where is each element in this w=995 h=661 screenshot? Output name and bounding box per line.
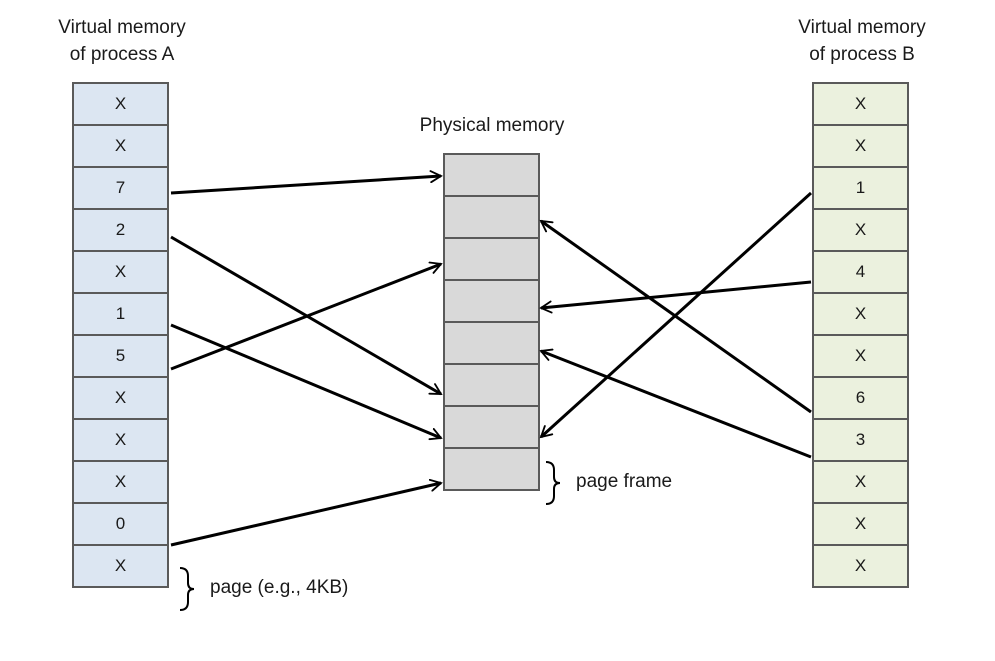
process-b-page: 6 (812, 376, 909, 420)
process-b-title-line2: of process B (809, 44, 915, 65)
physical-memory-frames (443, 153, 540, 491)
physical-frame (443, 195, 540, 239)
physical-frame (443, 237, 540, 281)
page-brace (179, 567, 195, 611)
process-a-page: X (72, 82, 169, 126)
process-a-page: 7 (72, 166, 169, 210)
process-a-title: Virtual memory of process A (22, 14, 222, 68)
page-frame-brace (545, 461, 561, 505)
process-b-page: X (812, 124, 909, 168)
process-b-title-line1: Virtual memory (798, 17, 926, 38)
process-b-page-table: X X 1 X 4 X X 6 3 X X X (812, 82, 909, 588)
physical-frame (443, 153, 540, 197)
arrow-a-7-to-frame-0 (170, 176, 441, 195)
process-a-page: 0 (72, 502, 169, 546)
process-b-page: X (812, 544, 909, 588)
process-b-page: X (812, 82, 909, 126)
process-b-title: Virtual memory of process B (762, 14, 962, 68)
arrow-a-5-to-frame-2 (170, 264, 441, 371)
process-b-page: 3 (812, 418, 909, 462)
physical-frame (443, 279, 540, 323)
process-b-page: X (812, 208, 909, 252)
process-a-title-line1: Virtual memory (58, 17, 186, 38)
process-b-page: 4 (812, 250, 909, 294)
arrow-a-0-to-frame-7 (170, 483, 441, 547)
process-a-page: X (72, 460, 169, 504)
arrow-b-1-to-frame-6 (541, 191, 813, 437)
process-a-page-table: X X 7 2 X 1 5 X X X 0 X (72, 82, 169, 588)
process-b-page: X (812, 292, 909, 336)
process-a-page: X (72, 376, 169, 420)
process-a-page: 1 (72, 292, 169, 336)
arrow-a-1-to-frame-6 (170, 323, 441, 438)
arrow-b-4-to-frame-3 (541, 280, 812, 308)
arrow-b-3-to-frame-4 (541, 351, 812, 459)
physical-memory-title: Physical memory (419, 115, 565, 136)
arrow-b-6-to-frame-1 (541, 219, 812, 414)
process-a-page: X (72, 124, 169, 168)
process-a-page: 5 (72, 334, 169, 378)
page-size-annotation: page (e.g., 4KB) (210, 577, 349, 598)
process-a-page: X (72, 418, 169, 462)
physical-frame (443, 405, 540, 449)
process-b-page: X (812, 334, 909, 378)
process-b-page: X (812, 460, 909, 504)
process-a-page: 2 (72, 208, 169, 252)
process-a-page: X (72, 544, 169, 588)
process-a-title-line2: of process A (69, 44, 175, 65)
physical-frame (443, 447, 540, 491)
arrow-a-2-to-frame-5 (170, 235, 441, 396)
process-a-page: X (72, 250, 169, 294)
physical-frame (443, 321, 540, 365)
process-b-page: 1 (812, 166, 909, 210)
page-frame-annotation: page frame (576, 471, 673, 492)
physical-frame (443, 363, 540, 407)
process-b-page: X (812, 502, 909, 546)
